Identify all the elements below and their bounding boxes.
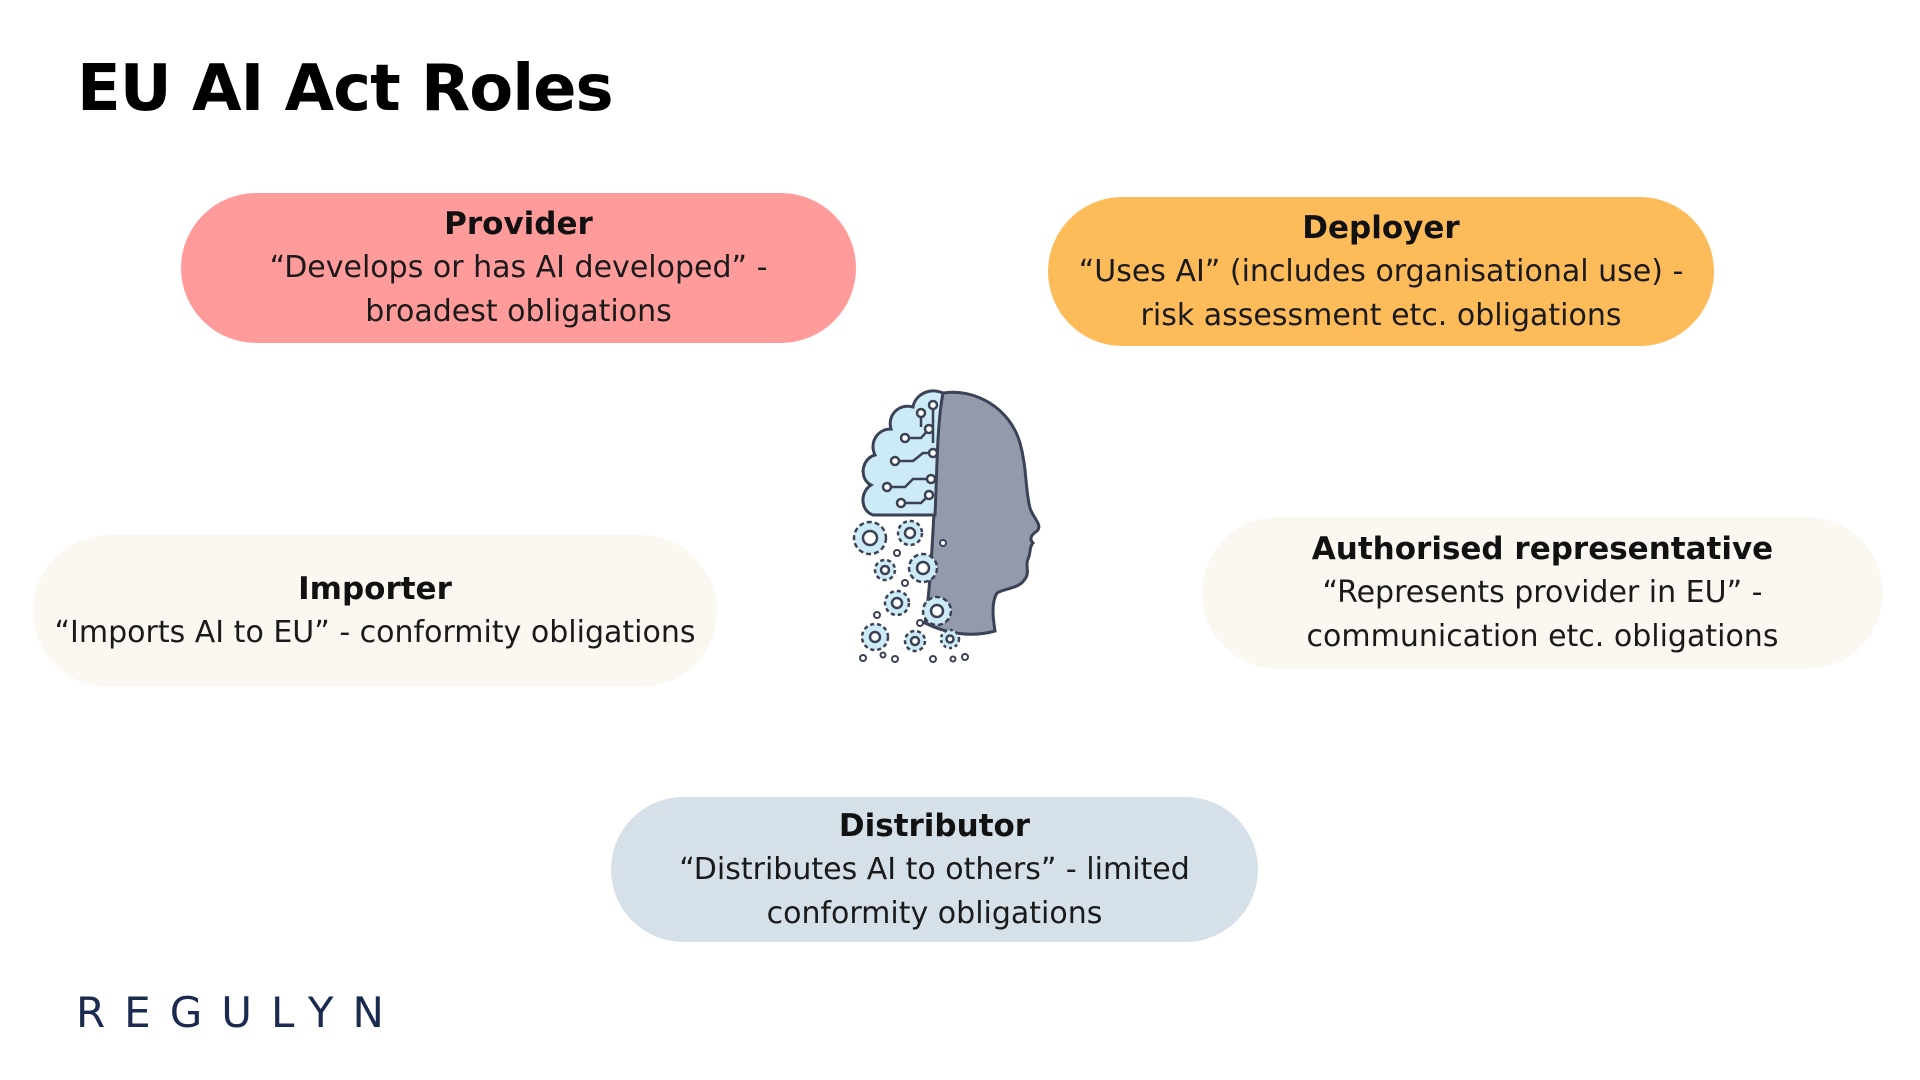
ai-head-icon [825, 383, 1050, 673]
authorised-representative-box: Authorised representative “Represents pr… [1202, 517, 1883, 669]
page-title: EU AI Act Roles [77, 52, 613, 126]
authorised-representative-description: “Represents provider in EU” - communicat… [1222, 571, 1863, 659]
importer-description: “Imports AI to EU” - conformity obligati… [55, 611, 696, 655]
deployer-box: Deployer “Uses AI” (includes organisatio… [1048, 197, 1714, 346]
distributor-description: “Distributes AI to others” - limited con… [631, 848, 1238, 936]
distributor-name: Distributor [839, 804, 1030, 848]
provider-box: Provider “Develops or has AI developed” … [181, 193, 856, 343]
deployer-description: “Uses AI” (includes organisational use) … [1068, 250, 1694, 338]
distributor-box: Distributor “Distributes AI to others” -… [611, 797, 1258, 942]
provider-name: Provider [444, 202, 593, 246]
provider-description: “Develops or has AI developed” - broades… [201, 246, 836, 334]
importer-box: Importer “Imports AI to EU” - conformity… [33, 535, 717, 687]
authorised-representative-name: Authorised representative [1312, 527, 1773, 571]
importer-name: Importer [298, 567, 452, 611]
regulyn-logo: REGULYN [76, 988, 403, 1037]
deployer-name: Deployer [1302, 206, 1459, 250]
